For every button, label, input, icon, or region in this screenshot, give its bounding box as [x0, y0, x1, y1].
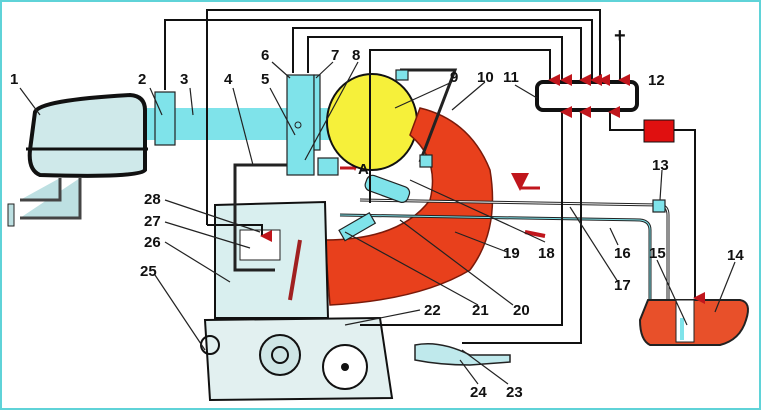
label-13: 13	[652, 157, 669, 174]
receiver	[326, 73, 418, 171]
label-6: 6	[261, 47, 269, 64]
label-3: 3	[180, 71, 188, 88]
label-24: 24	[470, 384, 487, 401]
label-18: 18	[538, 245, 555, 262]
label-27: 27	[144, 213, 161, 230]
label-5: 5	[261, 71, 269, 88]
label-25: 25	[140, 263, 157, 280]
label-15: 15	[649, 245, 666, 262]
label-22: 22	[424, 302, 441, 319]
plus-terminal-label: +	[614, 25, 626, 47]
label-17: 17	[614, 277, 631, 294]
label-28: 28	[144, 191, 161, 208]
air-filter	[7, 92, 148, 227]
callout-labels: 1 2 3 4 5 6 7 8 9 10 11 12 13 14 15 16 1…	[10, 25, 744, 401]
adsorber	[414, 343, 511, 366]
label-10: 10	[477, 69, 494, 86]
label-1: 1	[10, 71, 18, 88]
fuel-rail	[338, 68, 670, 300]
label-23: 23	[506, 384, 523, 401]
label-9: 9	[450, 69, 458, 86]
label-7: 7	[331, 47, 339, 64]
throttle-body	[286, 74, 364, 176]
label-26: 26	[144, 234, 161, 251]
label-19: 19	[503, 245, 520, 262]
leader-lines	[19, 61, 736, 385]
coolant-temp-sensor	[239, 229, 281, 261]
fuel-filter	[652, 199, 666, 213]
fuel-tank	[638, 299, 749, 346]
mass-air-flow-sensor	[154, 91, 176, 146]
ecu	[535, 80, 639, 112]
wiring	[164, 9, 705, 344]
output-a-label: A	[358, 161, 369, 178]
label-12: 12	[648, 72, 665, 89]
label-21: 21	[472, 302, 489, 319]
label-20: 20	[513, 302, 530, 319]
label-11: 11	[503, 69, 519, 86]
label-16: 16	[614, 245, 631, 262]
label-14: 14	[727, 247, 744, 264]
label-8: 8	[352, 47, 360, 64]
label-2: 2	[138, 71, 146, 88]
label-4: 4	[224, 71, 233, 88]
fuel-pump-relay	[643, 119, 675, 143]
